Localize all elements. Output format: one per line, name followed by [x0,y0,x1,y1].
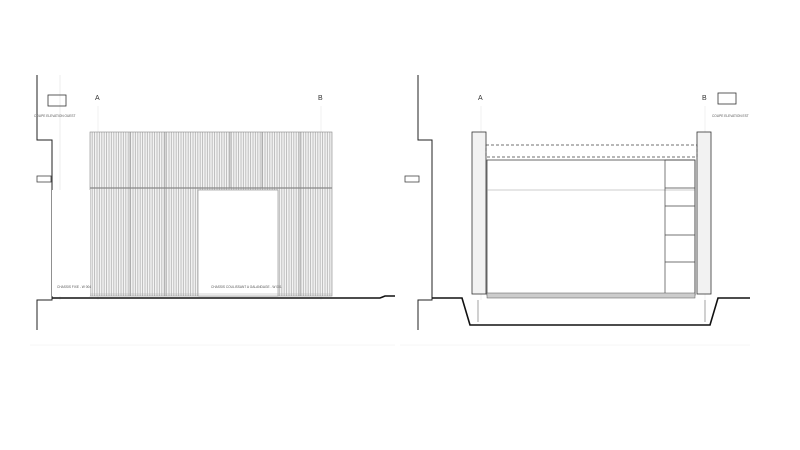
axis-label-a: A [478,95,483,102]
wall-section-left [471,131,487,295]
roof-section [485,144,698,158]
axis-label-a: A [95,95,100,102]
elevation-west: COUPE ELEVATION OUEST A B CHASSIS FIXE -… [30,75,395,346]
interior-space [486,159,696,296]
ground-line [52,295,395,299]
floor-slab [486,292,696,299]
section-marker [47,94,67,107]
ground-line [432,297,750,326]
wall-section-right [696,131,712,295]
note-sliding-frame: CHASSIS COULISSANT A GALANDAGE - W 001 [211,285,282,289]
section-title: COUPE ELEVATION OUEST [34,114,76,118]
axis-label-b: B [318,95,323,102]
elevation-east: A B COUPE ELEVATION EST [400,75,750,346]
section-title: COUPE ELEVATION EST [712,114,749,118]
section-marker [717,92,737,105]
axis-label-b: B [702,95,707,102]
sliding-door-opening [197,189,279,297]
note-fixed-frame: CHASSIS FIXE - W 004 [57,285,91,289]
shelving [664,159,696,296]
adjacent-wall [417,75,433,330]
